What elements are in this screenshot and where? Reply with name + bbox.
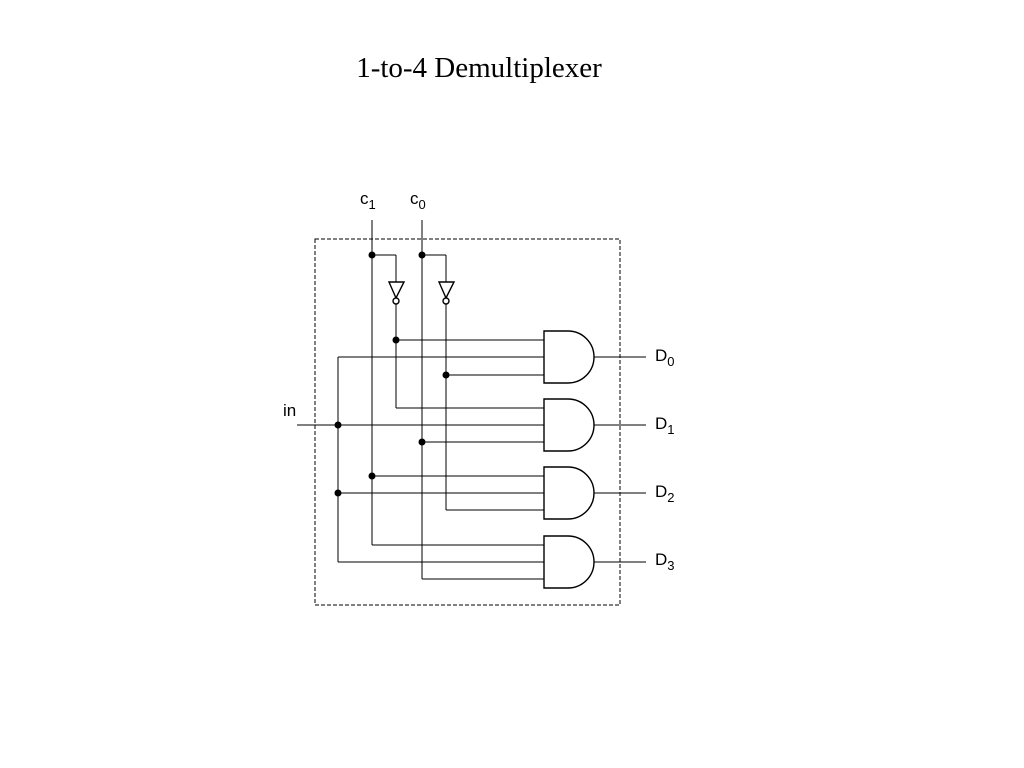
select-wiring bbox=[372, 339, 544, 580]
label-d2: D2 bbox=[655, 482, 675, 505]
and-gate-d2 bbox=[543, 466, 646, 520]
junction-dots bbox=[334, 251, 450, 497]
label-d0: D0 bbox=[655, 346, 675, 369]
and-gate-d1 bbox=[543, 398, 646, 452]
data-input-wiring bbox=[297, 356, 544, 563]
enclosure-frame bbox=[314, 238, 621, 606]
label-c0: c0 bbox=[410, 189, 426, 212]
label-d1: D1 bbox=[655, 414, 675, 437]
and-gate-d0 bbox=[543, 330, 646, 384]
label-in: in bbox=[283, 401, 296, 420]
slide-title: 1-to-4 Demultiplexer bbox=[356, 52, 602, 84]
inverter-c0 bbox=[422, 254, 456, 510]
label-c1: c1 bbox=[360, 189, 376, 212]
label-d3: D3 bbox=[655, 550, 675, 573]
select-rails bbox=[371, 220, 423, 579]
and-gate-d3 bbox=[543, 535, 646, 589]
inverter-c1 bbox=[372, 254, 406, 408]
